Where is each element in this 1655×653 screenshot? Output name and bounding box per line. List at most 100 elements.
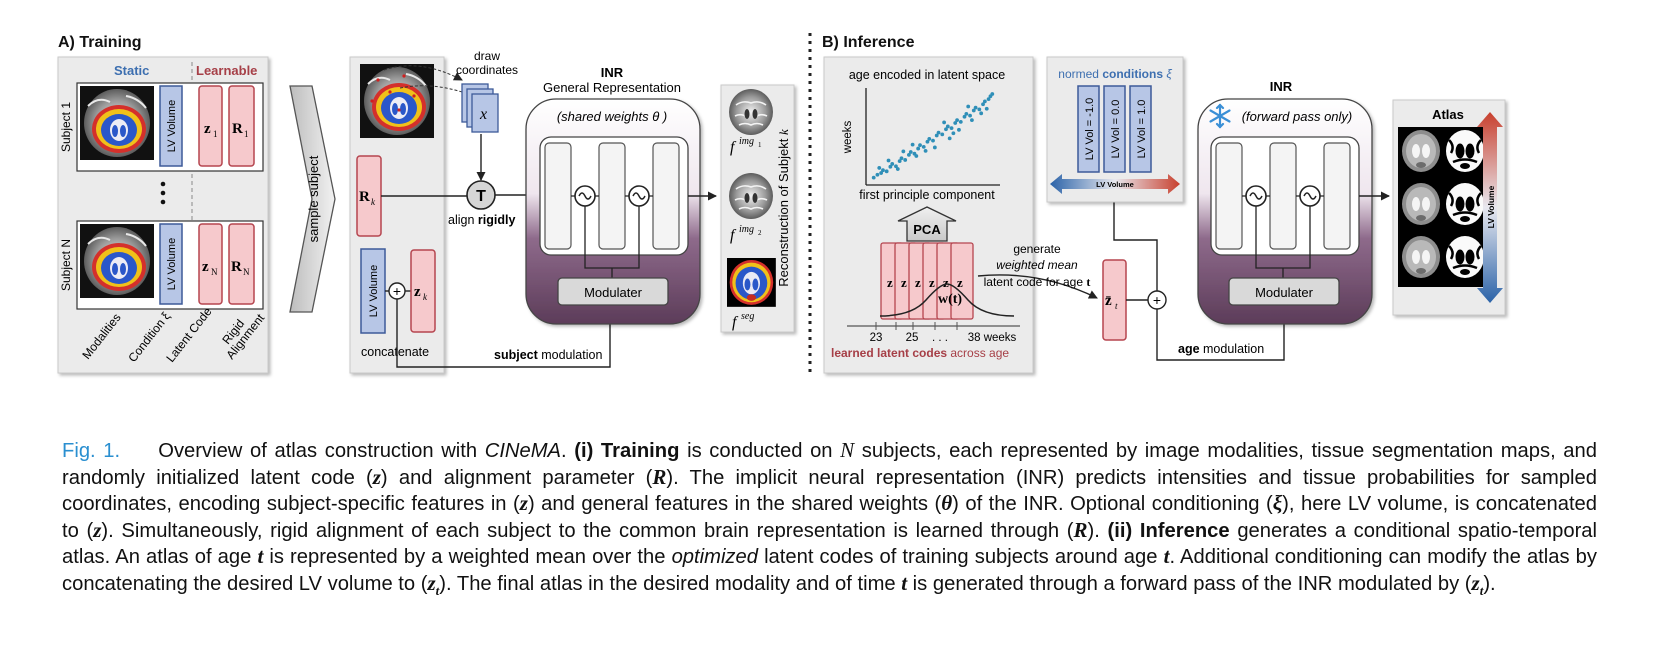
output-seg-f: f xyxy=(732,314,739,331)
output-img1-brain xyxy=(728,88,774,136)
inference-section-title: B) Inference xyxy=(822,34,915,51)
scatter-point xyxy=(888,164,893,169)
weight-function: w(t) xyxy=(938,292,962,307)
scatter-xlabel: first principle component xyxy=(859,188,995,202)
age-axis-ticks xyxy=(875,322,958,330)
subject-1-label: Subject 1 xyxy=(59,102,73,152)
scatter-point xyxy=(907,152,911,157)
caption-math: z xyxy=(93,517,102,542)
subject-1-lv-volume: LV Volume xyxy=(166,100,178,152)
draw-arrow-1 xyxy=(383,65,463,81)
scatter-point xyxy=(957,127,961,132)
learnable-label: Learnable xyxy=(196,63,257,78)
atlas-seg-young xyxy=(1441,126,1489,176)
condition-box-1 xyxy=(1077,85,1100,173)
reconstruction-label: Reconstruction of Subjekt k xyxy=(776,129,791,287)
subject-n-r: R xyxy=(231,259,242,275)
scatter-point xyxy=(884,169,889,174)
caption-text: generates a conditional spatio-temporal … xyxy=(62,519,1598,569)
generate-label-1: generate xyxy=(1013,242,1061,256)
caption-text: . xyxy=(561,440,575,462)
latent-code-symbol: z xyxy=(901,275,907,290)
coordinate-stack xyxy=(461,83,499,133)
atlas-t2-young xyxy=(1399,128,1443,174)
modulater-training-box xyxy=(557,277,669,306)
caption-training-bold: (i) Training xyxy=(574,440,680,462)
subject-1-r: R xyxy=(232,121,243,137)
inr-training-layer-1 xyxy=(544,142,572,250)
caption-math: N xyxy=(840,438,855,462)
scatter-point xyxy=(894,164,898,169)
scatter-point xyxy=(990,92,995,96)
caption-text: is conducted on xyxy=(679,440,841,462)
subject-n-lv-volume: LV Volume xyxy=(166,238,178,290)
draw-coordinates-2: coordinates xyxy=(456,63,518,77)
tick-dots: . . . xyxy=(932,332,948,344)
caption-math: z xyxy=(427,570,436,595)
zt-sub: t xyxy=(1115,301,1118,311)
scatter-point xyxy=(875,172,880,177)
inr-title-training: INR xyxy=(601,65,624,80)
condition-box-2 xyxy=(1103,85,1126,173)
scatter-point xyxy=(923,148,928,153)
output-img2-sub: 2 xyxy=(758,229,762,237)
scatter-point xyxy=(973,105,978,110)
scatter-point xyxy=(921,144,926,149)
subject-n-z-sub: N xyxy=(211,267,218,277)
sample-coordinate-dots xyxy=(370,74,416,112)
modulater-inference-box xyxy=(1228,277,1340,306)
caption-math: t xyxy=(257,544,264,569)
age-modulation-arrow xyxy=(1156,308,1289,361)
subject-1-r-sub: 1 xyxy=(244,129,249,139)
draw-arrow-2 xyxy=(399,85,463,93)
scatter-point xyxy=(966,104,971,109)
inr-subtitle: General Representation xyxy=(543,80,681,95)
scatter-point xyxy=(897,159,902,163)
scatter-point xyxy=(925,139,930,144)
zt-symbol: z̄ xyxy=(1105,293,1112,309)
scatter-point xyxy=(927,137,932,141)
caption-math: t xyxy=(901,570,908,595)
latent-code-symbol: z xyxy=(887,275,893,290)
inference-concat-plus: + xyxy=(1153,292,1161,308)
rk-sub: k xyxy=(371,197,376,207)
training-section-title: A) Training xyxy=(58,34,142,51)
generate-label-3: latent code for age t xyxy=(984,275,1091,289)
caption-text: . Additional conditioning can modify the… xyxy=(62,546,1597,595)
sine-activation-icon xyxy=(628,185,650,207)
scatter-point xyxy=(890,162,895,166)
scatter-point xyxy=(984,106,989,111)
caption-math: R xyxy=(652,464,667,489)
scatter-point xyxy=(949,126,954,131)
caption-math: ξ xyxy=(1272,491,1283,516)
subject-n-r-sub: N xyxy=(243,267,250,277)
subject-n-rigid-box xyxy=(228,223,255,305)
scatter-point xyxy=(903,158,908,162)
subject-modulation-arrow xyxy=(396,299,615,368)
scatter-point xyxy=(970,118,974,123)
scatter-point xyxy=(886,158,891,163)
sine-activation-icon xyxy=(1299,185,1321,207)
modulater-inference-label: Modulater xyxy=(1255,285,1313,300)
learned-latent-codes-label: learned latent codes across age xyxy=(831,346,1009,360)
generate-label-2: weighted mean xyxy=(996,258,1078,272)
scatter-point xyxy=(979,111,984,116)
caption-text: is generated through a forward pass of t… xyxy=(907,572,1472,595)
lv-volume-box-label: LV Volume xyxy=(368,265,380,317)
scatter-point xyxy=(968,113,972,118)
scatter-point xyxy=(879,171,884,175)
subject-n-label: Subject N xyxy=(59,239,73,291)
output-img2-f: f xyxy=(730,227,737,244)
scatter-point xyxy=(962,114,967,119)
scatter-point xyxy=(942,120,947,125)
latent-code-symbol: z xyxy=(943,275,949,290)
condition-to-concat-line xyxy=(1113,200,1158,291)
scatter-point xyxy=(953,121,958,125)
scatter-point xyxy=(908,150,913,154)
latent-code-symbol: z xyxy=(957,275,963,290)
subject-1-rigid-box xyxy=(228,85,255,167)
tick-23: 23 xyxy=(870,332,883,344)
caption-text: ). Simultaneously, rigid alignment of ea… xyxy=(101,519,1074,542)
scatter-point xyxy=(871,175,876,180)
subject-1-z-sub: 1 xyxy=(213,129,218,139)
